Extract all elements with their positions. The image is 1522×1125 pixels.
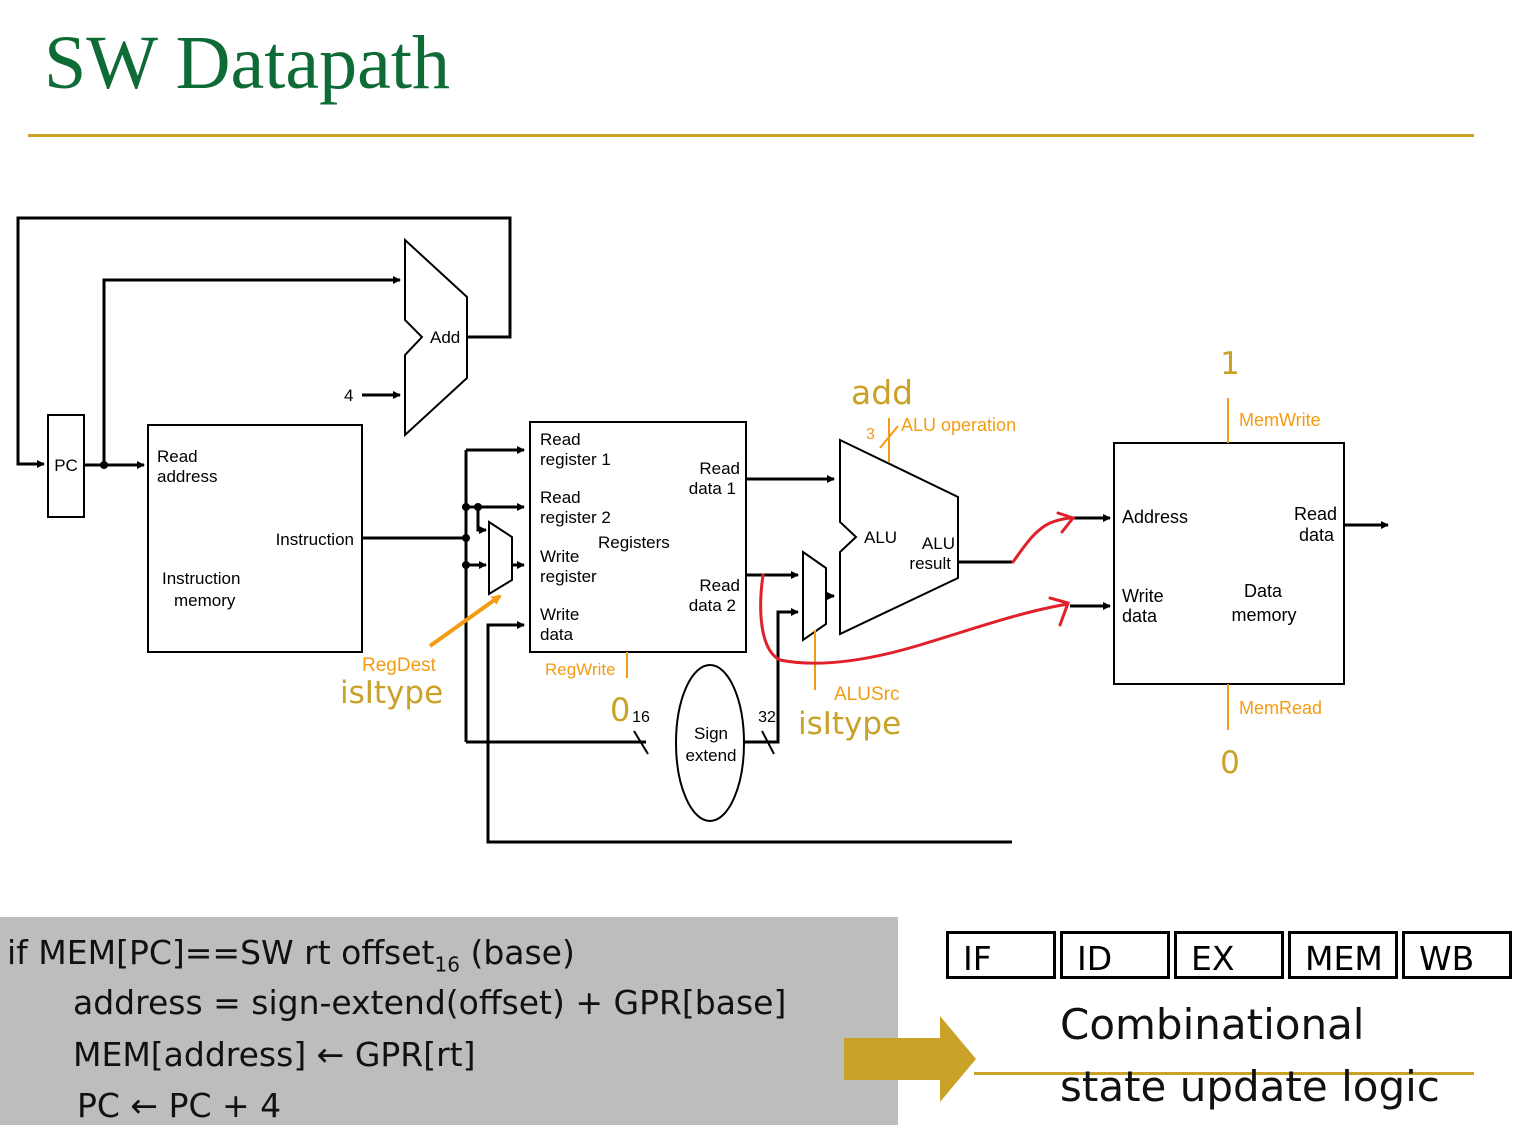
regdest-value: isItype xyxy=(340,675,443,711)
svg-text:data: data xyxy=(540,625,574,644)
alu-operation-label: ALU operation xyxy=(901,415,1016,435)
svg-text:Read: Read xyxy=(699,576,740,595)
memwrite-label: MemWrite xyxy=(1239,410,1321,430)
memwrite-value: 1 xyxy=(1220,346,1240,382)
const-four: 4 xyxy=(344,386,353,405)
svg-text:Read: Read xyxy=(540,430,581,449)
adder xyxy=(404,237,468,438)
bottom-rule xyxy=(974,1072,1474,1075)
instruction-memory xyxy=(147,424,363,653)
stage-if: IF xyxy=(946,931,1056,979)
data-memory xyxy=(1113,442,1345,685)
svg-text:Sign: Sign xyxy=(694,724,728,743)
svg-text:Read: Read xyxy=(157,447,198,466)
svg-text:Instruction: Instruction xyxy=(162,569,240,588)
regwrite-label: RegWrite xyxy=(545,660,616,679)
memread-label: MemRead xyxy=(1239,698,1322,718)
pc-register xyxy=(47,414,85,518)
alusrc-value: isItype xyxy=(798,706,901,742)
svg-text:Registers: Registers xyxy=(598,533,670,552)
regdest-mux xyxy=(488,520,513,596)
svg-text:data: data xyxy=(1299,525,1335,545)
svg-text:data 2: data 2 xyxy=(689,596,736,615)
regdest-label: RegDest xyxy=(362,655,437,676)
svg-text:Write: Write xyxy=(540,547,579,566)
stage-ex: EX xyxy=(1174,931,1284,979)
adder-label: Add xyxy=(430,328,460,347)
svg-text:32: 32 xyxy=(758,709,776,726)
svg-text:ALU: ALU xyxy=(864,528,897,547)
wire-adder-to-pc xyxy=(16,216,512,468)
stage-wb: WB xyxy=(1402,931,1512,979)
svg-text:data 1: data 1 xyxy=(689,479,736,498)
svg-text:Read: Read xyxy=(540,488,581,507)
code-line-3: MEM[address] ← GPR[rt] xyxy=(73,1035,476,1074)
slide-title: SW Datapath xyxy=(44,21,450,105)
alu-operation-value: add xyxy=(851,373,913,412)
svg-text:register: register xyxy=(540,567,597,586)
svg-text:memory: memory xyxy=(174,591,236,610)
rtl-code-block: if MEM[PC]==SW rt offset16 (base) addres… xyxy=(0,917,898,1125)
code-line-1: if MEM[PC]==SW rt offset16 (base) xyxy=(7,933,575,977)
sign-extend xyxy=(675,664,745,822)
code-line-4: PC ← PC + 4 xyxy=(77,1086,282,1125)
caption-line-1: Combinational xyxy=(1060,1000,1365,1049)
alusrc-mux xyxy=(802,550,827,642)
stage-mem: MEM xyxy=(1288,931,1398,979)
memread-value: 0 xyxy=(1220,745,1240,781)
svg-text:data: data xyxy=(1122,606,1158,626)
svg-text:result: result xyxy=(909,554,951,573)
sign-extend-input-value: 0 xyxy=(610,691,630,729)
svg-text:memory: memory xyxy=(1231,605,1296,625)
alusrc-label: ALUSrc xyxy=(834,684,899,705)
svg-text:address: address xyxy=(157,467,217,486)
svg-text:Instruction: Instruction xyxy=(276,530,354,549)
wires xyxy=(16,216,1389,844)
svg-text:register 1: register 1 xyxy=(540,450,611,469)
alu-operation-bits: 3 xyxy=(866,426,875,443)
svg-text:extend: extend xyxy=(685,746,736,765)
svg-text:Write: Write xyxy=(1122,586,1164,606)
alu xyxy=(839,438,959,636)
svg-text:Read: Read xyxy=(699,459,740,478)
code-line-2: address = sign-extend(offset) + GPR[base… xyxy=(73,983,787,1022)
pc-label: PC xyxy=(54,456,78,475)
svg-text:ALU: ALU xyxy=(922,534,955,553)
red-highlight-paths xyxy=(759,511,1076,665)
svg-text:register 2: register 2 xyxy=(540,508,611,527)
title-underline xyxy=(28,134,1474,137)
gold-arrow-icon xyxy=(844,1016,976,1102)
svg-text:16: 16 xyxy=(632,709,650,726)
stage-id: ID xyxy=(1060,931,1170,979)
register-file xyxy=(529,421,747,653)
svg-text:Data: Data xyxy=(1244,581,1283,601)
svg-text:Address: Address xyxy=(1122,507,1188,527)
svg-text:Write: Write xyxy=(540,605,579,624)
svg-text:Read: Read xyxy=(1294,504,1337,524)
caption-line-2: state update logic xyxy=(1060,1062,1440,1111)
